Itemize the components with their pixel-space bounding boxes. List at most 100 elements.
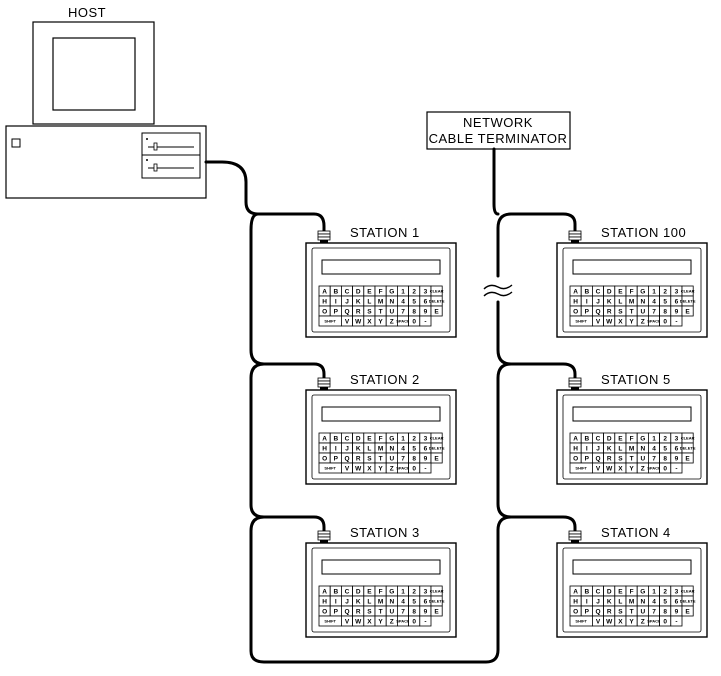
key-label: 8 bbox=[412, 456, 416, 463]
key-label: 5 bbox=[412, 299, 416, 306]
key-label: S bbox=[618, 609, 623, 616]
key-label: P bbox=[585, 456, 590, 463]
key-label: P bbox=[334, 609, 339, 616]
key-label: I bbox=[335, 599, 337, 606]
key-label: 1 bbox=[652, 289, 656, 296]
key-label: I bbox=[586, 599, 588, 606]
key-label: J bbox=[345, 446, 349, 453]
key-label: D bbox=[607, 589, 612, 596]
terminator-box bbox=[426, 111, 571, 150]
key-label: - bbox=[675, 319, 677, 326]
key-label: F bbox=[379, 436, 383, 443]
key-label: E bbox=[685, 609, 690, 616]
key-label: Q bbox=[595, 609, 600, 616]
key-label: H bbox=[322, 299, 327, 306]
key-label: A bbox=[322, 289, 327, 296]
key-label: E bbox=[367, 589, 372, 596]
key-label: J bbox=[345, 299, 349, 306]
key-label: R bbox=[356, 609, 361, 616]
key-label: G bbox=[389, 289, 394, 296]
key-label: A bbox=[322, 436, 327, 443]
key-label: C bbox=[596, 289, 601, 296]
key-label: G bbox=[640, 289, 645, 296]
key-label: I bbox=[335, 446, 337, 453]
display-window bbox=[321, 259, 441, 275]
key-label: 1 bbox=[652, 589, 656, 596]
key-label: X bbox=[367, 619, 372, 626]
key-label: CLEAR bbox=[430, 289, 444, 294]
key-label: C bbox=[596, 589, 601, 596]
key-label: SHIFT bbox=[324, 619, 336, 624]
key-label: I bbox=[335, 299, 337, 306]
key bbox=[419, 462, 432, 474]
key-label: M bbox=[378, 446, 383, 453]
display-window bbox=[572, 259, 692, 275]
key-label: K bbox=[356, 599, 361, 606]
key-label: 6 bbox=[424, 299, 428, 306]
key-label: E bbox=[685, 456, 690, 463]
key-label: X bbox=[618, 619, 623, 626]
key-label: 1 bbox=[401, 289, 405, 296]
station-label: STATION 4 bbox=[601, 525, 671, 540]
key-label: L bbox=[367, 446, 371, 453]
key-label: 7 bbox=[652, 456, 656, 463]
key-label: E bbox=[434, 609, 439, 616]
key-label: 7 bbox=[401, 609, 405, 616]
key-label: X bbox=[618, 466, 623, 473]
key-label: J bbox=[345, 599, 349, 606]
key-label: I bbox=[586, 446, 588, 453]
key-label: H bbox=[322, 599, 327, 606]
key-label: 2 bbox=[412, 436, 416, 443]
key-label: O bbox=[322, 309, 327, 316]
key-label: CLEAR bbox=[681, 589, 695, 594]
key-label: DELETE bbox=[680, 446, 696, 451]
key-label: V bbox=[345, 319, 350, 326]
key-label: C bbox=[345, 289, 350, 296]
key-label: U bbox=[389, 456, 394, 463]
network-cable bbox=[204, 147, 577, 664]
key bbox=[430, 305, 443, 317]
key-label: 8 bbox=[663, 456, 667, 463]
host-computer: HOST bbox=[5, 5, 207, 199]
key-label: M bbox=[629, 299, 634, 306]
key-label: E bbox=[367, 436, 372, 443]
station-label: STATION 5 bbox=[601, 372, 671, 387]
key-label: W bbox=[606, 319, 613, 326]
key-label: K bbox=[356, 446, 361, 453]
key-label: F bbox=[630, 436, 634, 443]
key-label: 9 bbox=[424, 309, 428, 316]
key-label: S bbox=[618, 309, 623, 316]
key-label: Y bbox=[378, 466, 383, 473]
key-label: H bbox=[573, 599, 578, 606]
key-label: O bbox=[573, 456, 578, 463]
key-label: 3 bbox=[675, 289, 679, 296]
key-label: G bbox=[640, 589, 645, 596]
key-label: 0 bbox=[412, 466, 416, 473]
station-label: STATION 3 bbox=[350, 525, 420, 540]
key-label: O bbox=[573, 609, 578, 616]
key-label: U bbox=[640, 456, 645, 463]
key-label: 9 bbox=[424, 609, 428, 616]
key-label: P bbox=[585, 309, 590, 316]
key-label: F bbox=[630, 289, 634, 296]
key-label: B bbox=[333, 589, 338, 596]
key-label: T bbox=[630, 456, 634, 463]
station-label: STATION 2 bbox=[350, 372, 420, 387]
key-label: K bbox=[607, 446, 612, 453]
key-label: W bbox=[355, 619, 362, 626]
key-label: CLEAR bbox=[430, 589, 444, 594]
key-label: - bbox=[675, 466, 677, 473]
key bbox=[670, 615, 683, 627]
host-label: HOST bbox=[68, 5, 106, 20]
key-label: CLEAR bbox=[430, 436, 444, 441]
key-label: M bbox=[629, 446, 634, 453]
key-label: K bbox=[607, 599, 612, 606]
key-label: V bbox=[345, 619, 350, 626]
key-label: V bbox=[596, 619, 601, 626]
key-label: 4 bbox=[401, 446, 405, 453]
floppy-drive-1 bbox=[146, 138, 194, 151]
key-label: G bbox=[389, 436, 394, 443]
